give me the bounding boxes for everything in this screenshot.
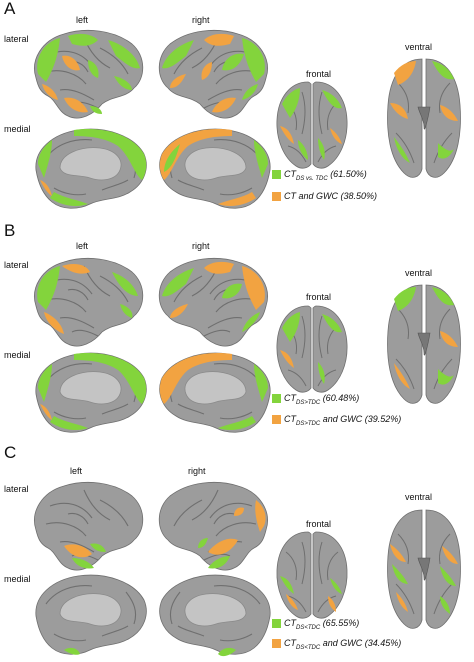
panel-b: B left right lateral medial frontal vent… [0,222,474,440]
orange-swatch [272,415,281,425]
green-swatch [272,619,281,629]
label-frontal: frontal [306,69,332,79]
brain-medial-left-icon [35,574,147,655]
legend-main: CT and GWC [284,191,339,201]
label-ventral: ventral [405,42,433,52]
legend-sub: DS<TDC [296,624,321,631]
label-lateral: lateral [4,34,29,44]
legend-main: CT [284,414,296,424]
orange-swatch [272,639,281,649]
brain-lateral-right-icon [158,257,269,347]
label-right: right [192,15,210,25]
legend-rest: (38.50%) [340,191,378,201]
label-medial: medial [4,574,31,584]
panel-letter: C [4,443,17,462]
panel-letter: A [4,0,16,18]
brain-lateral-left-icon [33,257,144,347]
panel-a: A left right lateral medial frontal vent… [0,0,474,218]
brain-medial-right-icon [159,574,271,657]
legend-rest: (65.55%) [322,618,360,628]
panel-c: C left right lateral medial frontal vent… [0,444,474,662]
legend-sub: DS>TDC [296,420,321,427]
label-medial: medial [4,350,31,360]
brain-frontal-icon [276,81,348,169]
brain-ventral-icon [387,58,461,178]
legend-main: CT [284,638,296,648]
label-left: left [76,241,89,251]
brain-frontal-icon [276,531,348,619]
legend-item-ct: CTDS>TDC (60.48%) [272,391,360,406]
legend-item-ct: CTDS vs. TDC (61.50%) [272,167,367,182]
brain-ventral-icon [387,509,461,629]
brain-ventral-icon [387,284,461,404]
legend-sub: DS>TDC [296,399,321,406]
label-right: right [188,466,206,476]
brain-lateral-left-icon [33,481,144,571]
legend-main: CT [284,169,296,179]
label-ventral: ventral [405,492,433,502]
label-frontal: frontal [306,519,332,529]
green-swatch [272,170,281,180]
label-left: left [76,15,89,25]
legend-sub: DS vs. TDC [296,175,328,182]
brain-medial-right-icon [159,352,271,433]
legend-item-ct: CTDS<TDC (65.55%) [272,616,360,631]
brain-lateral-right-icon [158,29,269,119]
brain-medial-left-icon [35,352,147,433]
legend-rest: and GWC (34.45%) [322,638,402,648]
brain-frontal-icon [276,305,348,393]
label-left: left [70,466,83,476]
legend-main: CT [284,618,296,628]
label-right: right [192,241,210,251]
legend-rest: and GWC (39.52%) [322,414,402,424]
panel-letter: B [4,221,16,240]
brain-medial-right-icon [159,128,271,209]
legend-main: CT [284,393,296,403]
legend-rest: (61.50%) [330,169,367,179]
legend-rest: (60.48%) [322,393,360,403]
legend-sub: DS<TDC [296,644,321,651]
brain-medial-left-icon [35,128,147,209]
label-frontal: frontal [306,292,332,302]
legend-item-ct-gwc: CT and GWC (38.50%) [272,189,377,203]
legend-item-ct-gwc: CTDS<TDC and GWC (34.45%) [272,636,402,651]
label-lateral: lateral [4,484,29,494]
green-swatch [272,394,281,404]
label-ventral: ventral [405,268,433,278]
legend-item-ct-gwc: CTDS>TDC and GWC (39.52%) [272,412,402,427]
orange-swatch [272,192,281,202]
label-medial: medial [4,124,31,134]
brain-lateral-left-icon [33,29,144,119]
brain-lateral-right-icon [158,481,269,571]
label-lateral: lateral [4,260,29,270]
